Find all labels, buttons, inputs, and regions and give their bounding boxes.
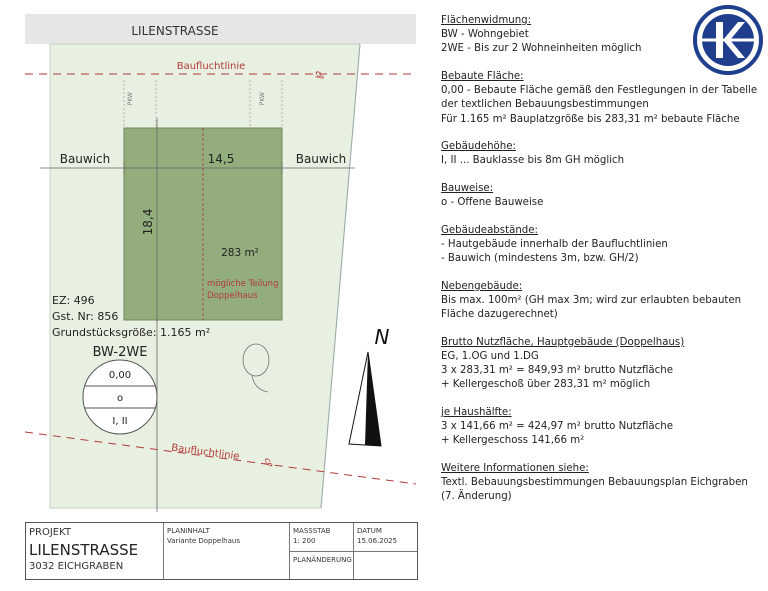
info-section-line: Fläche dazugerechnet)	[441, 309, 558, 321]
info-section-line: 3 x 283,31 m² = 849,93 m² brutto Nutzflä…	[441, 365, 673, 377]
lot-east-boundary	[320, 43, 361, 509]
pkw-label-right: PKW	[259, 92, 266, 105]
info-section-heading: Brutto Nutzfläche, Hauptgebäude (Doppelh…	[441, 336, 685, 348]
info-section-heading: Gebäudehöhe:	[441, 141, 516, 153]
title-block: PROJEKT LILENSTRASSE 3032 EICHGRABEN PLA…	[25, 522, 418, 580]
info-section-heading: je Haushälfte:	[441, 407, 512, 418]
logo-letter-arms	[723, 22, 745, 58]
info-section: Gebäudeabstände: - Hautgebäude innerhalb …	[441, 224, 763, 267]
info-section: Nebengebäude: Bis max. 100m² (GH max 3m; …	[441, 280, 763, 323]
datum-value: 15.06.2025	[357, 537, 398, 545]
info-section-heading: Weitere Informationen siehe:	[441, 463, 589, 474]
info-section-line: 0,00 - Bebaute Fläche gemäß den Festlegu…	[441, 85, 758, 97]
info-section-line: - Bauwich (mindestens 3m, bzw. GH/2)	[441, 253, 639, 265]
width-dimension-label: 14,5	[208, 152, 235, 166]
planinhalt-value: Variante Doppelhaus	[167, 537, 240, 545]
info-section: Bauweise: o - Offene Bauweise	[441, 182, 763, 210]
zoning-circle-top: 0,00	[109, 370, 131, 381]
marker-symbol-bottom: ℘	[258, 456, 273, 467]
north-label: N	[375, 325, 390, 349]
info-section-line: EG, 1.OG und 1.DG	[441, 351, 539, 362]
info-panel: Flächenwidmung: BW - Wohngebiet 2WE - Bis …	[441, 14, 763, 518]
info-section-line: (7. Änderung)	[441, 491, 512, 503]
site-plan: LILENSTRASSE Baufluchtlinie ℘ PKW PKW Ba…	[24, 14, 417, 512]
zoning-circle-bottom: I, II	[112, 416, 127, 427]
info-section-line: 2WE - Bis zur 2 Wohneinheiten möglich	[441, 43, 642, 55]
info-section-line: I, II ... Bauklasse bis 8m GH möglich	[441, 155, 625, 167]
zoning-circle-mid: o	[117, 393, 123, 404]
teilung-line1: mögliche Teilung	[207, 279, 278, 289]
area-label: 283 m²	[221, 247, 259, 259]
zoning-circle	[82, 359, 158, 435]
info-section-heading: Gebäudeabstände:	[441, 224, 538, 236]
info-section: Flächenwidmung: BW - Wohngebiet 2WE - Bis …	[441, 14, 763, 57]
bauwich-left-label: Bauwich	[60, 152, 111, 166]
ez-label: EZ: 496	[52, 294, 95, 307]
bauwich-right-label: Bauwich	[296, 152, 347, 166]
info-section-line: + Kellergeschoß über 283,31 m² möglich	[441, 379, 651, 391]
info-section-line: + Kellergeschoss 141,66 m²	[441, 435, 585, 447]
logo-letter-stem	[716, 22, 723, 58]
info-section-line: Bis max. 100m² (GH max 3m; wird zur erla…	[441, 295, 742, 306]
projekt-ort: 3032 EICHGRABEN	[29, 561, 124, 572]
info-section-line: - Hautgebäude innerhalb der Baufluchtlin…	[441, 239, 668, 250]
massstab-label: MASSSTAB	[293, 527, 331, 535]
info-section-line: o - Offene Bauweise	[441, 197, 544, 209]
baufluchtlinie-bottom-line	[24, 431, 417, 485]
grundstueck-label: Grundstücksgröße: 1.165 m²	[52, 326, 210, 339]
projekt-name: LILENSTRASSE	[29, 541, 139, 559]
gst-label: Gst. Nr: 856	[52, 310, 118, 323]
info-section: Weitere Informationen siehe: Textl. Bebau…	[441, 462, 763, 505]
planinhalt-label: PLANINHALT	[167, 527, 210, 535]
info-section-line: Textl. Bebauungsbestimmungen Bebauungspl…	[441, 477, 748, 489]
info-section-line: 3 x 141,66 m² = 424,97 m² brutto Nutzflä…	[441, 421, 673, 433]
projekt-label: PROJEKT	[29, 527, 72, 538]
info-section: Bebaute Fläche: 0,00 - Bebaute Fläche gem…	[441, 70, 763, 127]
zone-label: BW-2WE	[93, 345, 148, 360]
pkw-label-left: PKW	[127, 92, 134, 105]
baufluchtlinie-top-label: Baufluchtlinie	[177, 61, 246, 72]
street-area	[25, 14, 416, 44]
info-section-line: der textlichen Bebauungsbestimmungen	[441, 99, 649, 111]
street-name: LILENSTRASSE	[131, 24, 218, 38]
info-section-line: Für 1.165 m² Bauplatzgröße bis 283,31 m²…	[441, 113, 740, 125]
info-section: Brutto Nutzfläche, Hauptgebäude (Doppelh…	[441, 336, 763, 393]
info-section-heading: Bebaute Fläche:	[441, 71, 524, 82]
massstab-value: 1: 200	[293, 537, 316, 545]
info-section-heading: Nebengebäude:	[441, 280, 523, 292]
info-section-heading: Bauweise:	[441, 183, 494, 194]
logo-outer-ring	[693, 5, 763, 75]
company-logo	[693, 5, 763, 75]
info-section: Gebäudehöhe: I, II ... Bauklasse bis 8m G…	[441, 140, 763, 168]
info-section-heading: Flächenwidmung:	[441, 15, 532, 26]
height-dimension-label: 18,4	[141, 209, 155, 236]
planaenderung-label: PLANÄNDERUNG	[293, 556, 352, 564]
marker-symbol-top: ℘	[310, 70, 324, 79]
datum-label: DATUM	[357, 527, 382, 535]
teilung-line2: Doppelhaus	[207, 291, 258, 301]
tree-icon	[242, 343, 270, 377]
info-section: je Haushälfte: 3 x 141,66 m² = 424,97 m² …	[441, 406, 763, 449]
tree-trunk	[251, 375, 269, 393]
info-section-line: BW - Wohngebiet	[441, 29, 529, 41]
north-arrow-fill	[365, 352, 381, 446]
